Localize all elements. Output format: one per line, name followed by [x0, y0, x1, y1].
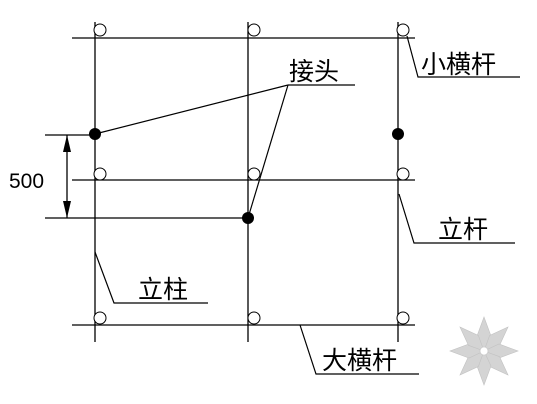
dimension-value: 500 [9, 170, 44, 193]
vertical-poles [94, 22, 399, 342]
open-circle [93, 311, 107, 325]
joint-dots [89, 128, 404, 224]
label-joint: 接头 [289, 57, 339, 86]
open-circle [247, 311, 261, 325]
dimension-arrow-up [63, 135, 71, 152]
open-circle [247, 167, 261, 181]
column-leader [94, 251, 208, 304]
open-circle [93, 167, 107, 181]
label-upright-pole: 立杆 [438, 215, 488, 244]
large-crossbar-leader [299, 324, 419, 375]
open-circle [93, 23, 107, 37]
joint-segments [45, 134, 248, 219]
joint-leader-middle [247, 84, 289, 219]
open-circle [396, 23, 410, 37]
joint-leader-left [94, 84, 289, 135]
joint-dot-right [392, 128, 404, 140]
upright-pole-callout: 立杆 [398, 193, 515, 244]
joint-callout: 接头 [94, 57, 355, 219]
small-crossbar-leader [406, 35, 520, 78]
flower-watermark-icon [449, 316, 519, 386]
horizontal-bars [72, 37, 415, 326]
label-large-crossbar: 大横杆 [322, 346, 397, 375]
label-column: 立柱 [138, 275, 188, 304]
open-circle [396, 167, 410, 181]
open-circle [247, 23, 261, 37]
upright-pole-leader [398, 193, 515, 244]
label-small-crossbar: 小横杆 [421, 50, 496, 79]
open-circle [396, 311, 410, 325]
large-crossbar-callout: 大横杆 [299, 324, 419, 375]
small-crossbar-callout: 小横杆 [406, 35, 520, 79]
column-callout: 立柱 [94, 251, 208, 304]
dimension-500: 500 [9, 135, 71, 218]
dimension-arrow-down [63, 201, 71, 218]
open-circles [93, 23, 410, 325]
